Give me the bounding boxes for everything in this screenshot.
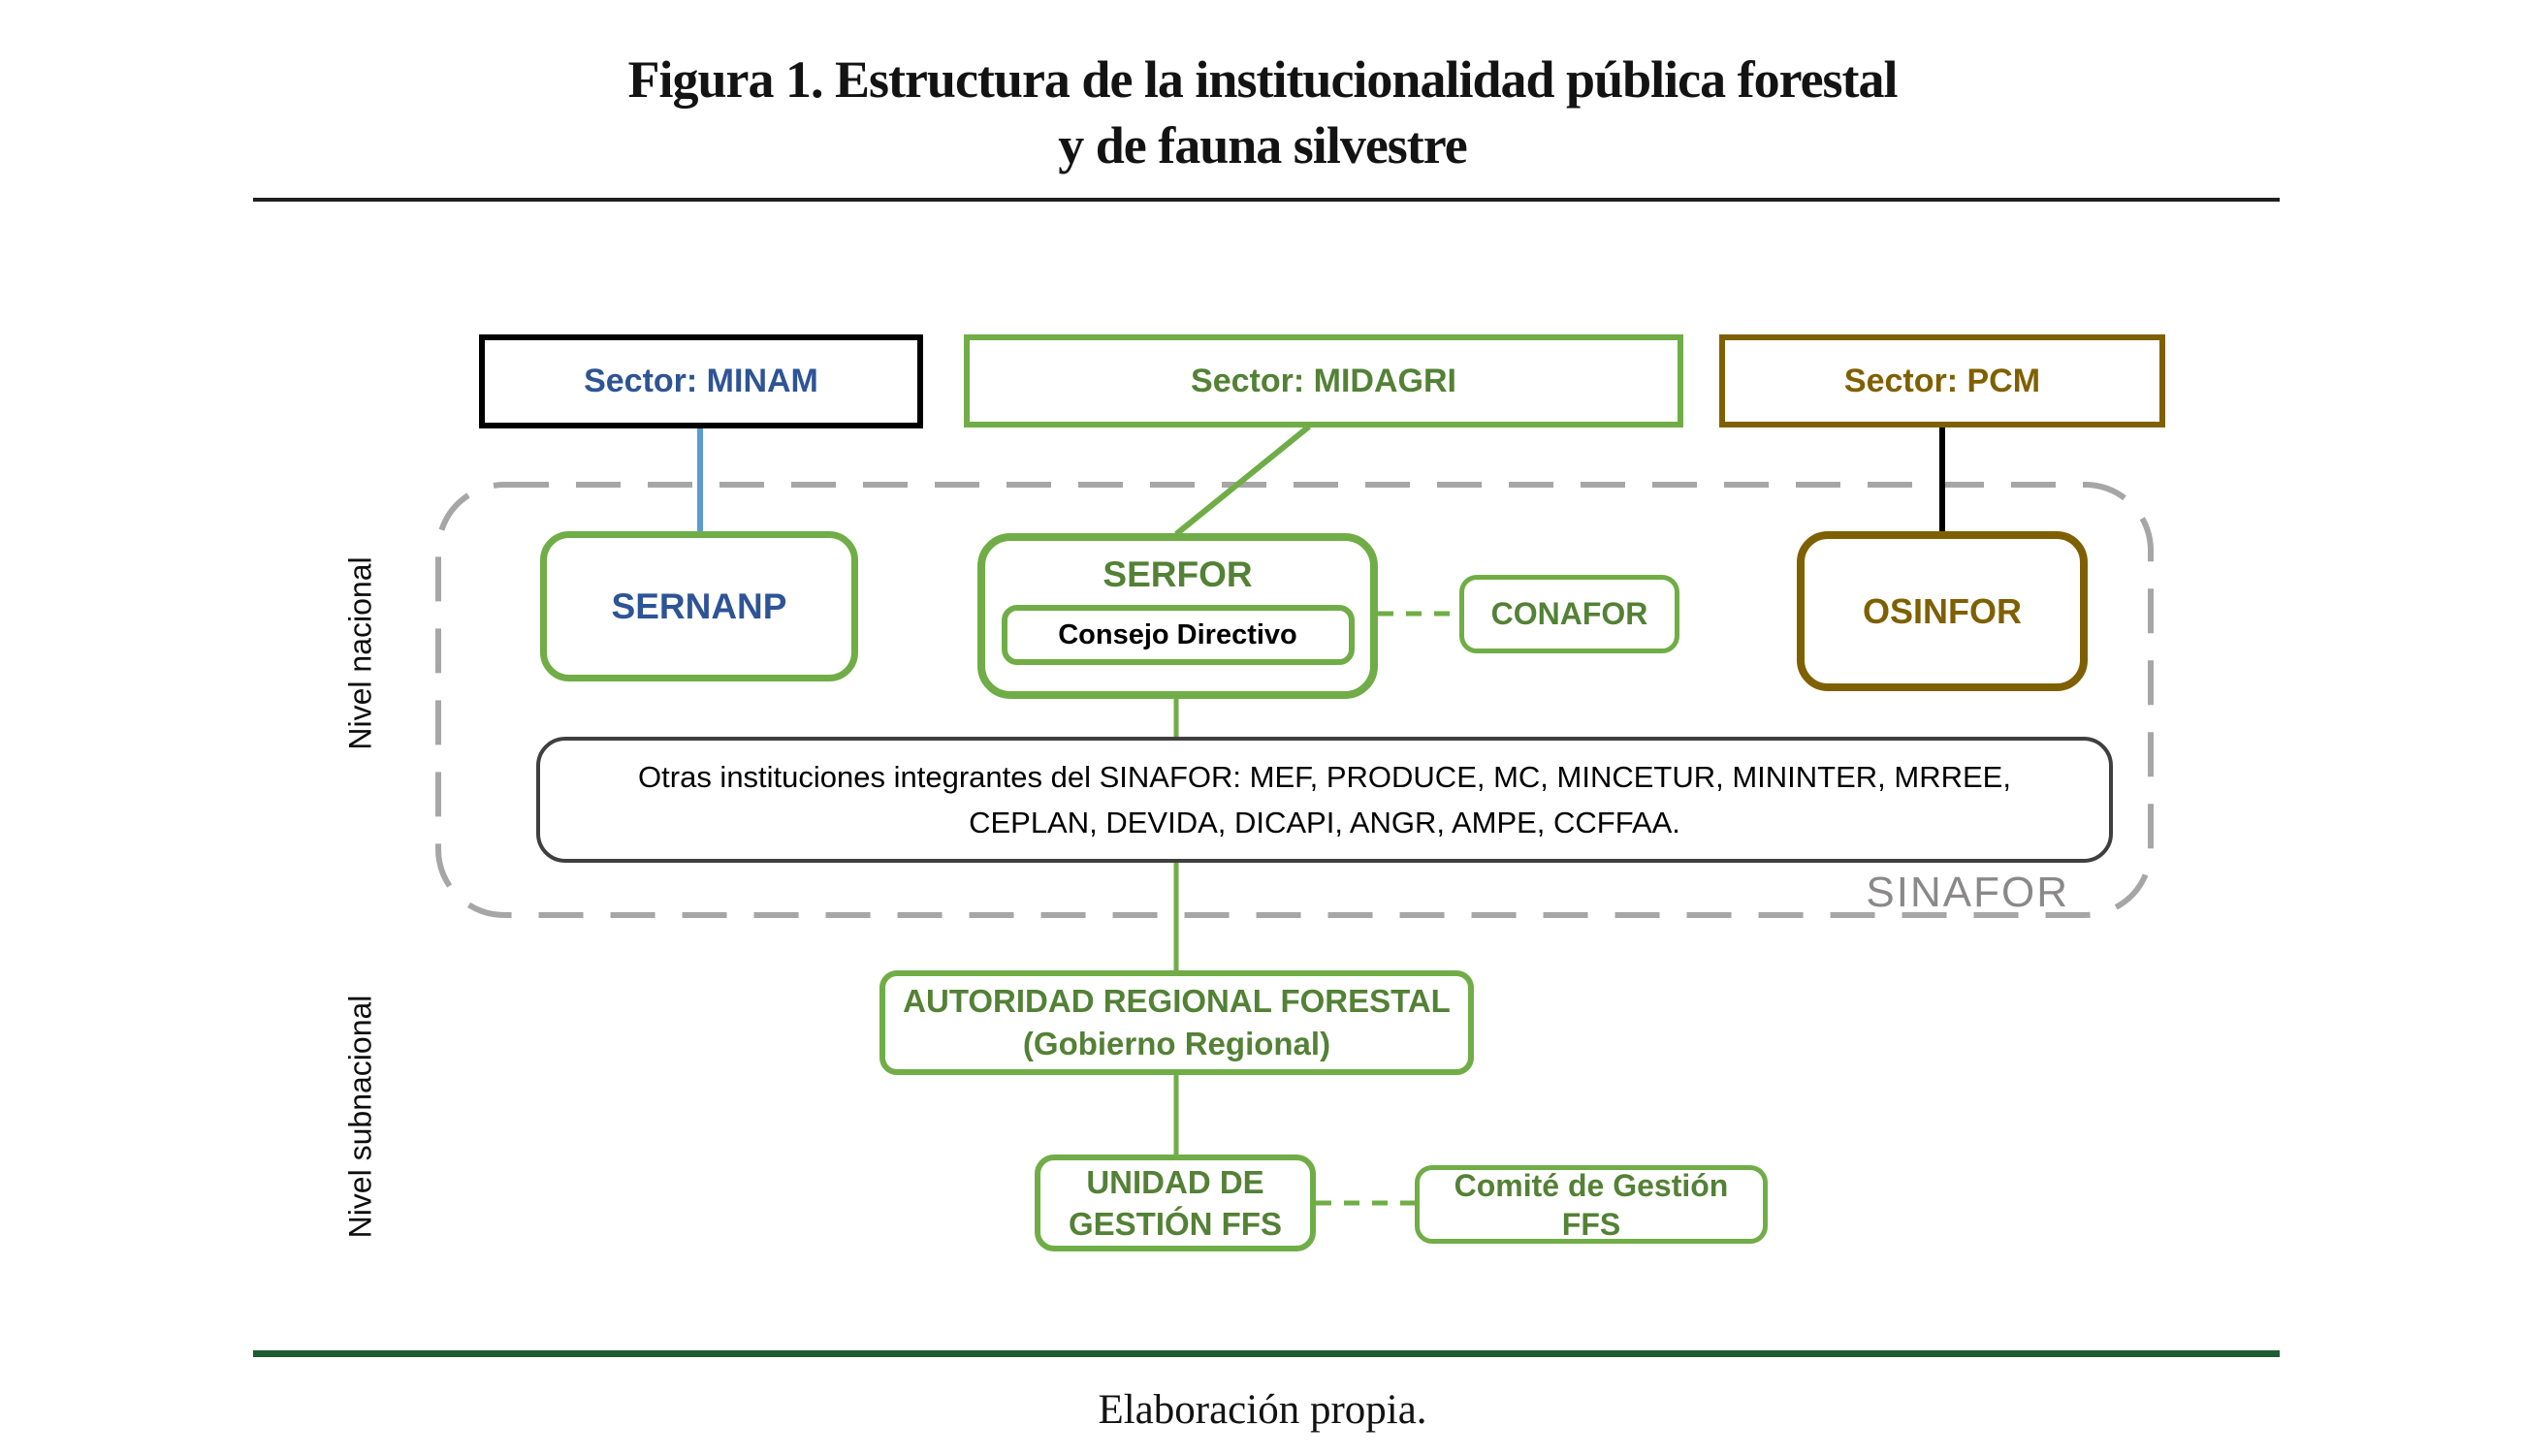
node-consejo-directivo: Consejo Directivo xyxy=(1001,605,1355,665)
node-conafor: CONAFOR xyxy=(1459,575,1679,653)
node-sector-pcm: Sector: PCM xyxy=(1719,334,2165,427)
node-comite-line1: Comité de Gestión xyxy=(1454,1167,1729,1203)
footer-divider xyxy=(253,1350,2280,1357)
node-sector-minam-label: Sector: MINAM xyxy=(584,363,818,399)
node-autoridad-regional-forestal: AUTORIDAD REGIONAL FORESTAL (Gobierno Re… xyxy=(879,970,1474,1075)
node-unidad-line2: GESTIÓN FFS xyxy=(1068,1206,1282,1242)
node-serfor: SERFOR Consejo Directivo xyxy=(977,533,1378,699)
node-unidad-gestion-ffs: UNIDAD DE GESTIÓN FFS xyxy=(1035,1155,1316,1251)
node-otras-instituciones-line2: CEPLAN, DEVIDA, DICAPI, ANGR, AMPE, CCFF… xyxy=(969,806,1680,839)
node-sector-midagri: Sector: MIDAGRI xyxy=(964,334,1683,427)
node-sector-pcm-label: Sector: PCM xyxy=(1843,362,2041,399)
node-sernanp-label: SERNANP xyxy=(611,586,787,626)
source-caption: Elaboración propia. xyxy=(1098,1387,1427,1433)
node-osinfor-label: OSINFOR xyxy=(1862,590,2022,631)
node-consejo-directivo-label: Consejo Directivo xyxy=(1058,618,1297,650)
node-osinfor: OSINFOR xyxy=(1797,531,2088,691)
figure-title-line2: y de fauna silvestre xyxy=(1058,116,1468,174)
node-autoridad-line2: (Gobierno Regional) xyxy=(1022,1026,1331,1061)
level-label-subnacional: Nivel subnacional xyxy=(342,995,378,1239)
node-serfor-label: SERFOR xyxy=(1103,554,1253,594)
node-sector-midagri-label: Sector: MIDAGRI xyxy=(1191,362,1456,399)
node-autoridad-line1: AUTORIDAD REGIONAL FORESTAL xyxy=(903,983,1451,1019)
node-conafor-label: CONAFOR xyxy=(1490,596,1648,631)
level-label-nacional: Nivel nacional xyxy=(342,556,378,750)
node-sernanp: SERNANP xyxy=(540,531,858,681)
sinafor-watermark-label: SINAFOR xyxy=(1866,869,2069,916)
node-otras-instituciones: Otras instituciones integrantes del SINA… xyxy=(536,737,2113,863)
title-divider xyxy=(253,198,2280,202)
connector-midagri-serfor xyxy=(1174,424,1311,537)
node-comite-line2: FFS xyxy=(1561,1206,1621,1242)
node-sector-minam: Sector: MINAM xyxy=(479,334,923,428)
figure-title: Figura 1. Estructura de la institucional… xyxy=(0,47,2525,178)
node-unidad-line1: UNIDAD DE xyxy=(1086,1164,1264,1200)
figure-title-line1: Figura 1. Estructura de la institucional… xyxy=(627,50,1898,109)
node-otras-instituciones-line1: Otras instituciones integrantes del SINA… xyxy=(638,760,2011,794)
node-comite-gestion-ffs: Comité de Gestión FFS xyxy=(1415,1165,1768,1244)
